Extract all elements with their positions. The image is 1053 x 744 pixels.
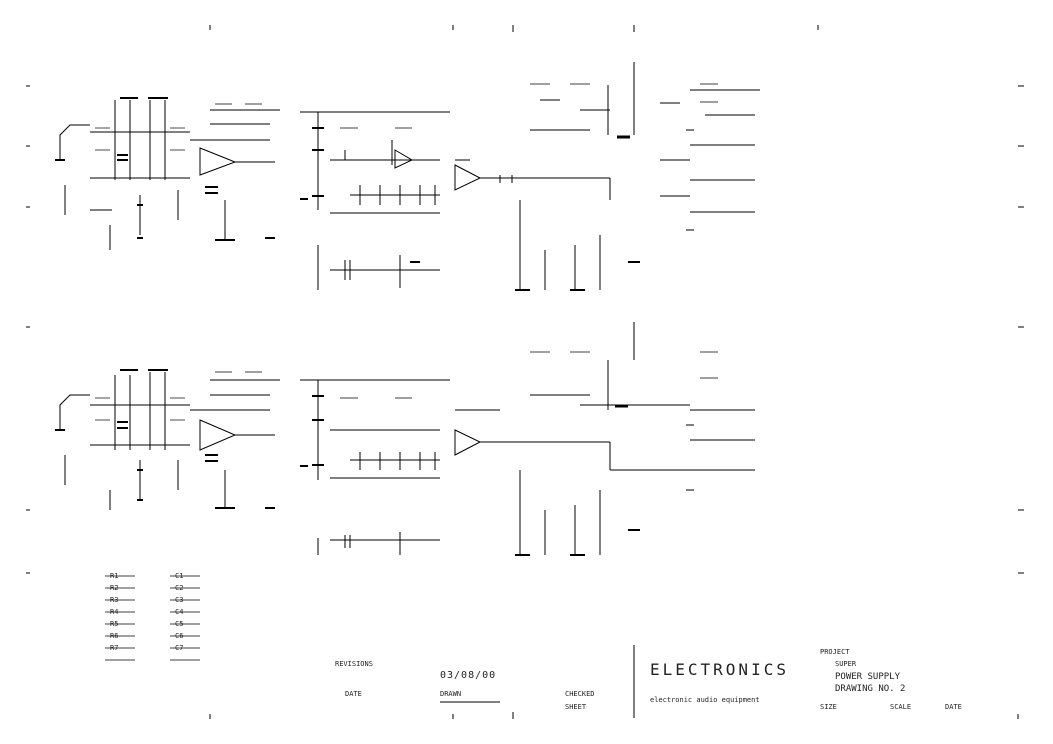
legend-item: R5 xyxy=(110,620,119,628)
legend-item: R3 xyxy=(110,596,119,604)
legend-item: C6 xyxy=(175,632,184,640)
border-ticks xyxy=(26,25,1024,719)
upper-channel-circuit xyxy=(55,62,760,291)
checked-label: CHECKED xyxy=(565,690,595,698)
legend-item: R7 xyxy=(110,644,119,652)
date-label: DATE xyxy=(345,690,362,698)
project-name: SUPER xyxy=(835,660,857,668)
scale-label: SCALE xyxy=(890,703,912,711)
legend-item: C3 xyxy=(175,596,184,604)
legend-item: C4 xyxy=(175,608,184,616)
drawing-number: DRAWING NO. 2 xyxy=(835,684,906,694)
revision-label: REVISIONS xyxy=(335,660,373,668)
component-annotations xyxy=(95,83,718,421)
legend-item: C1 xyxy=(175,572,184,580)
company-logo: ELECTRONICS xyxy=(650,660,789,679)
date-value: 03/08/00 xyxy=(440,670,497,681)
legend-lines xyxy=(105,575,200,661)
title-block-frame xyxy=(440,645,635,718)
legend-item: R2 xyxy=(110,584,119,592)
project-label: PROJECT xyxy=(820,648,850,656)
legend-item: C5 xyxy=(175,620,184,628)
size-label: SIZE xyxy=(820,703,837,711)
sheet-label: SHEET xyxy=(565,703,587,711)
legend-item: C2 xyxy=(175,584,184,592)
legend-item: C7 xyxy=(175,644,184,652)
legend-item: R6 xyxy=(110,632,119,640)
legend-right: C1 C2 C3 C4 C5 C6 C7 xyxy=(175,570,183,654)
legend-item: R1 xyxy=(110,572,119,580)
drawn-label: DRAWN xyxy=(440,690,462,698)
drawing-title: POWER SUPPLY xyxy=(835,672,901,682)
date-note: DATE xyxy=(945,703,962,711)
company-tagline: electronic audio equipment xyxy=(650,696,760,704)
legend-left: R1 R2 R3 R4 R5 R6 R7 xyxy=(110,570,118,654)
lower-channel-circuit xyxy=(55,322,755,556)
legend-item: R4 xyxy=(110,608,119,616)
